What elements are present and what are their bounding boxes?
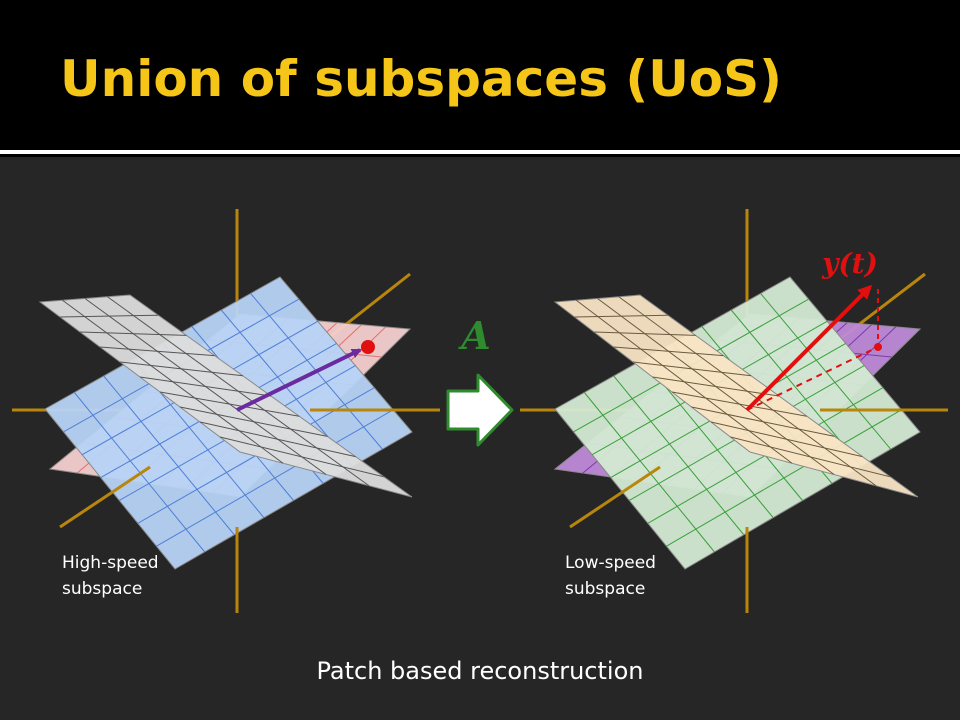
low-speed-vector-arrow	[745, 284, 873, 412]
title-band: Union of subspaces (UoS)	[0, 0, 960, 150]
right-axes-front	[569, 408, 948, 613]
caption: Patch based reconstruction	[316, 657, 644, 685]
left-axes-front	[59, 408, 440, 613]
high-speed-subspace-diagram	[12, 209, 440, 613]
gray-plane	[38, 294, 413, 498]
projection-dashed-line	[746, 346, 879, 411]
high-speed-vector-point	[361, 340, 375, 354]
title-divider-shadow	[0, 154, 960, 157]
vector-label: y(t)	[821, 247, 878, 280]
cream-plane	[553, 294, 919, 498]
high-speed-label-line1: High-speed	[62, 553, 159, 573]
low-speed-label-line2: subspace	[565, 579, 646, 599]
high-speed-label-line2: subspace	[62, 579, 143, 599]
diagram: A y(t)	[12, 209, 948, 613]
transform-arrow-icon	[446, 373, 514, 447]
low-speed-label: Low-speed subspace	[565, 550, 656, 602]
slide-title: Union of subspaces (UoS)	[60, 50, 783, 108]
high-speed-vector-arrow	[236, 348, 362, 412]
low-speed-subspace-diagram: y(t)	[520, 209, 948, 613]
operator-transform: A	[446, 313, 514, 447]
slide-body: A y(t) High-speed su	[0, 157, 960, 720]
operator-label: A	[458, 313, 490, 358]
low-speed-label-line1: Low-speed	[565, 553, 656, 573]
title-divider	[0, 150, 960, 154]
high-speed-label: High-speed subspace	[62, 550, 159, 602]
projected-point	[874, 343, 882, 351]
